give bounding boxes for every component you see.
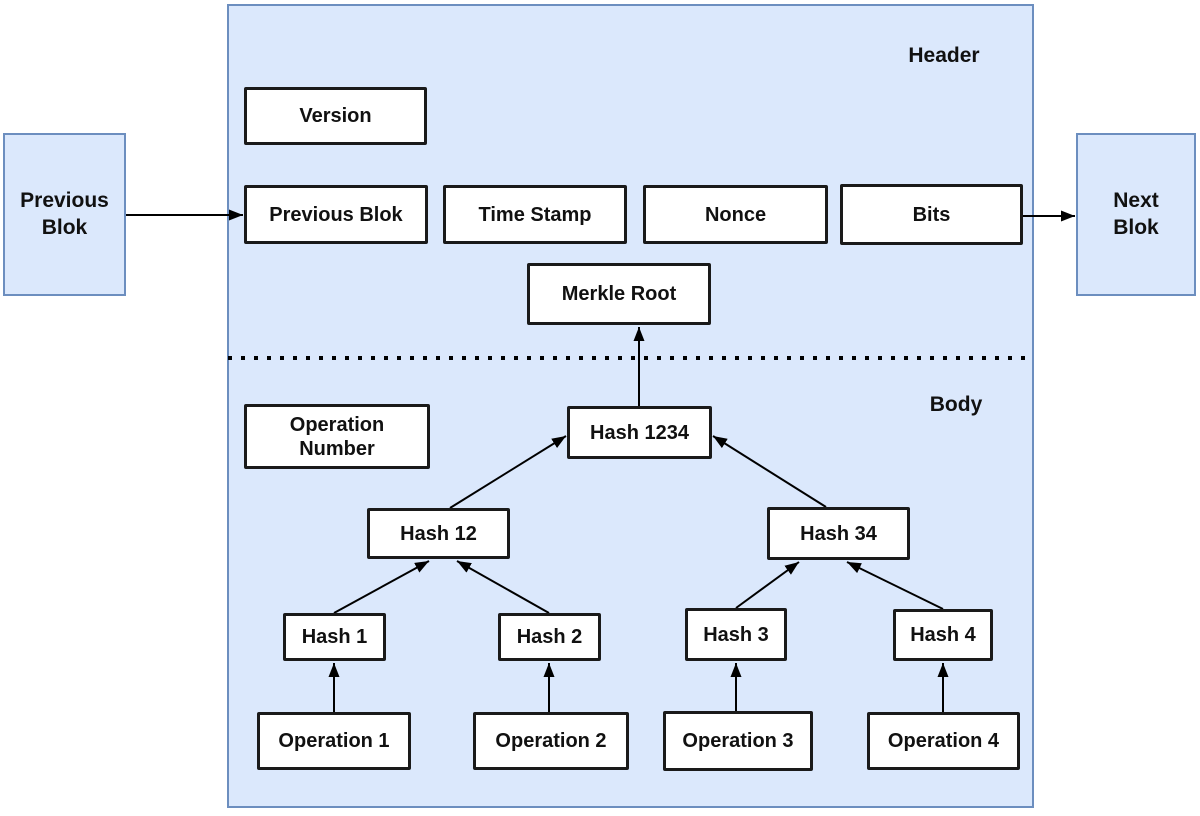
previous-blok-field: Previous Blok [244,185,428,244]
hash-12-node: Hash 12 [367,508,510,559]
hash-4-node: Hash 4 [893,609,993,661]
hash-3-node: Hash 3 [685,608,787,661]
hash-2-node: Hash 2 [498,613,601,661]
operation-2-node: Operation 2 [473,712,629,770]
operation-1-node: Operation 1 [257,712,411,770]
body-section-label: Body [929,393,983,416]
merkle-root-field: Merkle Root [527,263,711,325]
bits-field: Bits [840,184,1023,245]
version-field: Version [244,87,427,145]
operation-4-node: Operation 4 [867,712,1020,770]
time-stamp-field: Time Stamp [443,185,627,244]
previous-block: Previous Blok [3,133,126,296]
operation-number-field: Operation Number [244,404,430,469]
operation-3-node: Operation 3 [663,711,813,771]
next-block: Next Blok [1076,133,1196,296]
hash-34-node: Hash 34 [767,507,910,560]
nonce-field: Nonce [643,185,828,244]
header-section-label: Header [908,44,980,67]
hash-1234-node: Hash 1234 [567,406,712,459]
hash-1-node: Hash 1 [283,613,386,661]
